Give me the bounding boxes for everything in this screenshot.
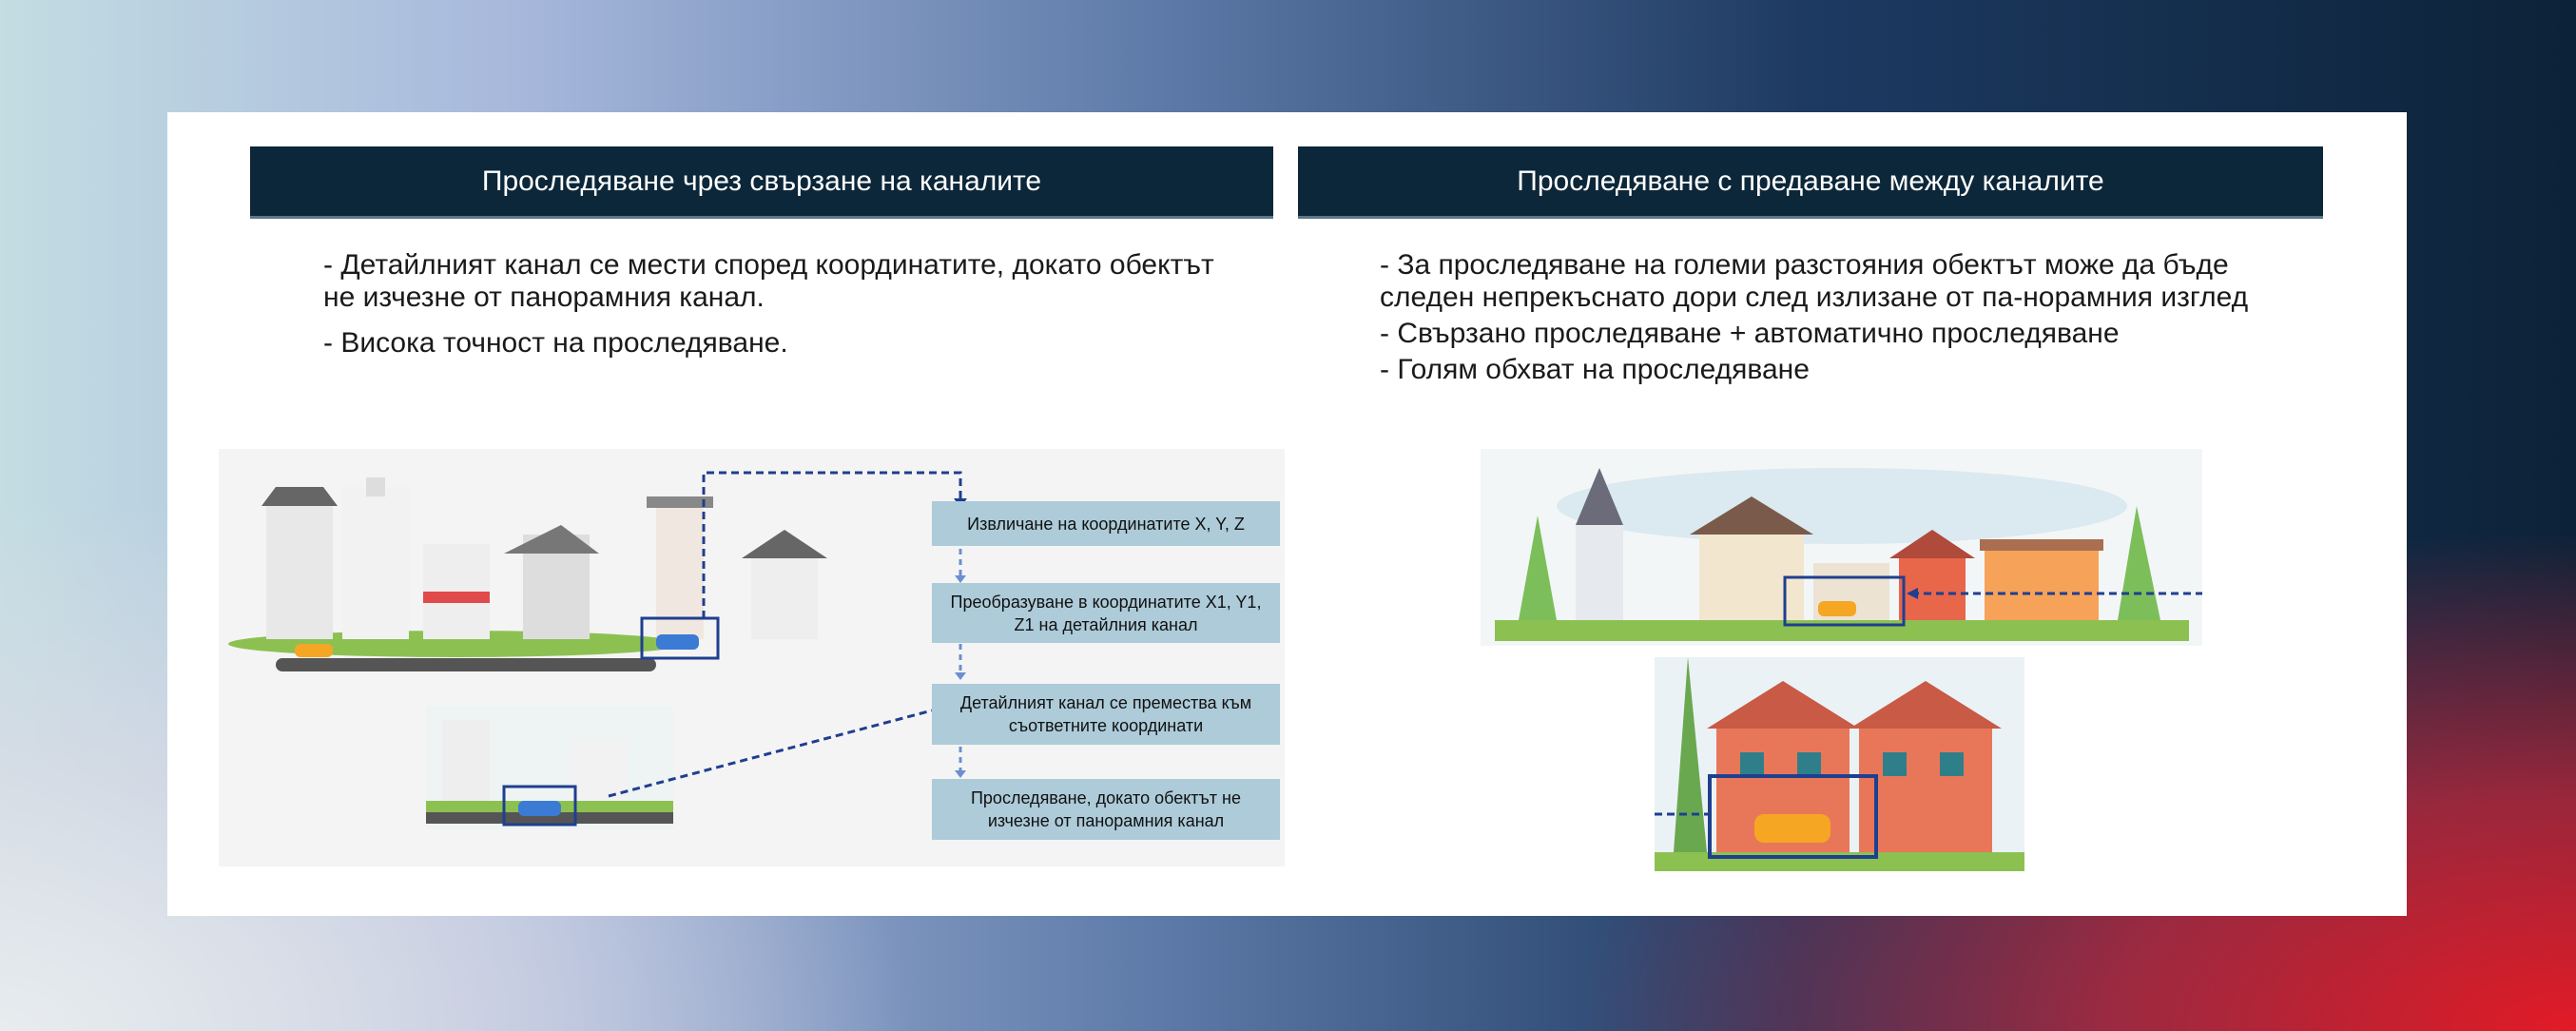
left-bullets: - Детайлният канал се мести според коорд… xyxy=(323,249,1236,373)
flow-step-3: Детайлният канал се премества към съотве… xyxy=(932,684,1280,745)
bullet: - Детайлният канал се мести според коорд… xyxy=(323,249,1214,313)
flow-step-2: Преобразуване в координатите X1, Y1, Z1 … xyxy=(932,583,1280,643)
handover-panorama-illustration xyxy=(1481,449,2202,646)
flow-step-1: Извличане на координатите X, Y, Z xyxy=(932,501,1280,546)
flow-step-4: Проследяване, докато обектът не изчезне … xyxy=(932,779,1280,840)
right-section-title: Проследяване с предаване между каналите xyxy=(1298,146,2323,219)
tracking-frame xyxy=(640,616,720,660)
handover-detail-illustration xyxy=(1655,657,2024,871)
tracking-frame xyxy=(1708,774,1878,859)
tracking-frame xyxy=(1783,575,1906,627)
left-section-title: Проследяване чрез свързане на каналите xyxy=(250,146,1273,219)
bullet: - Висока точност на проследяване. xyxy=(323,327,788,359)
bullet: - Голям обхват на проследяване xyxy=(1380,354,1810,385)
right-bullets: - За проследяване на големи разстояния о… xyxy=(1380,249,2255,399)
panorama-street-illustration xyxy=(228,471,967,829)
bullet: - За проследяване на големи разстояния о… xyxy=(1380,249,2249,313)
detail-tracking-frame xyxy=(502,785,577,827)
bullet: - Свързано проследяване + автоматично пр… xyxy=(1380,318,2120,349)
